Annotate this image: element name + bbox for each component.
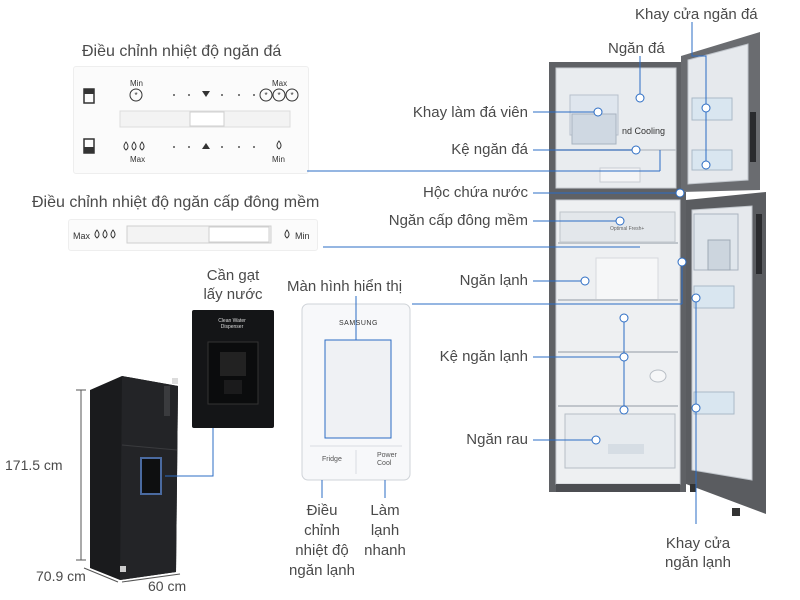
freezer-row1-max: Max [272,79,288,88]
svg-text:*: * [134,91,137,100]
softfreeze-max: Max [73,231,91,241]
cooling-text: nd Cooling [622,126,666,136]
svg-text:*: * [290,91,293,100]
label-water-tank: Hộc chứa nước [423,184,528,201]
label-soft-freeze: Ngăn cấp đông mềm [388,212,528,229]
freezer-row2-max: Max [130,155,146,164]
brand-logo: SAMSUNG [339,320,378,327]
dimension-width: 60 cm [148,578,187,594]
dimension-height: 171.5 cm [5,457,63,473]
fridge-button[interactable]: Fridge [322,456,342,463]
svg-text:*: * [277,91,280,100]
callout-lines [307,22,707,524]
softfreeze-min: Min [295,231,310,241]
svg-text:*: * [264,91,267,100]
label-ice-maker-tray: Khay làm đá viên [412,104,528,121]
callout-dots [580,93,711,445]
freezer-control-title: Điều chỉnh nhiệt độ ngăn đá [82,43,282,60]
label-display: Màn hình hiển thị [287,278,403,295]
label-freezer: Ngăn đá [608,40,665,57]
dimension-depth: 70.9 cm [36,568,86,584]
softfreeze-graphic [94,225,290,244]
freezer-control-graphic: * * * * [83,88,299,154]
softfreeze-control-panel: Max Min [68,219,318,251]
freezer-control-panel: * * * * Min Max Max Min [73,66,309,174]
label-fridge: Ngăn lạnh [459,272,528,289]
freezer-row1-min: Min [130,79,143,88]
label-fridge-shelf: Kệ ngăn lạnh [439,348,528,365]
freezer-row2-min: Min [272,155,285,164]
softfreeze-control-title: Điều chỉnh nhiệt độ ngăn cấp đông mềm [32,194,320,211]
label-ice-door-tray: Khay cửa ngăn đá [635,6,758,23]
label-freezer-shelf: Kệ ngăn đá [451,141,528,158]
softfreeze-text: Optimal Fresh+ [610,226,645,232]
label-crisper: Ngăn rau [466,431,528,448]
